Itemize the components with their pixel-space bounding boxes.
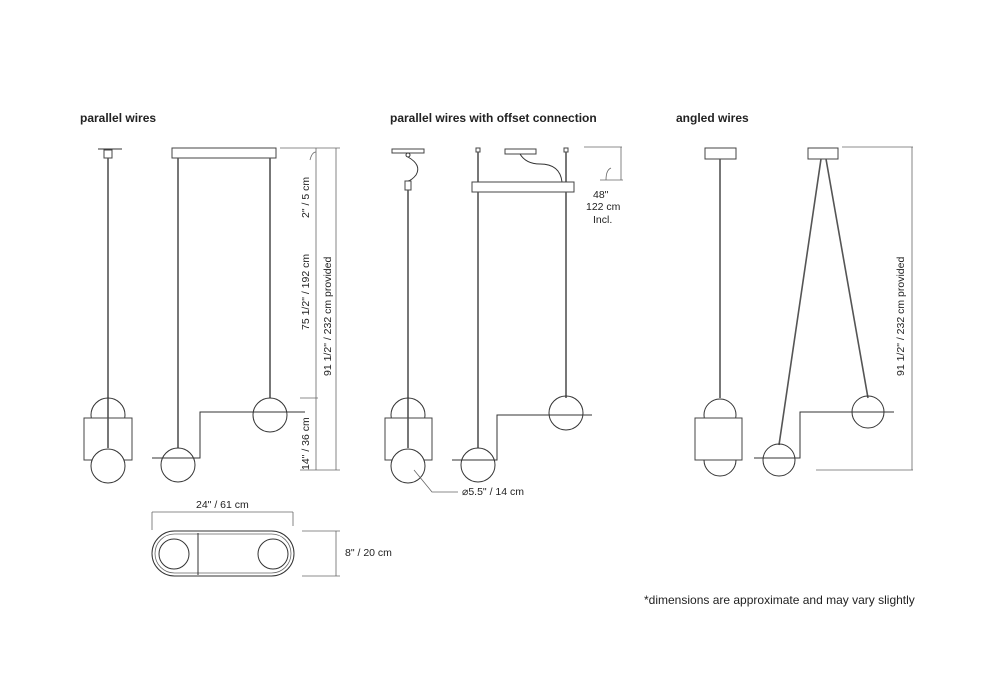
dim-fixture: 14" / 36 cm	[300, 417, 312, 470]
dim-width: 24" / 61 cm	[196, 499, 249, 511]
angled-front-view	[754, 146, 913, 477]
title-angled-wires: angled wires	[676, 111, 749, 125]
parallel-side-view	[83, 148, 133, 484]
title-offset-connection: parallel wires with offset connection	[390, 111, 597, 125]
offset-side-view	[384, 148, 458, 493]
angled-side-view	[694, 147, 743, 477]
dim-total-angled: 91 1/2" / 232 cm provided	[895, 257, 907, 376]
dim-total-parallel: 91 1/2" / 232 cm provided	[322, 257, 334, 376]
dim-cord-inches: 48"	[593, 189, 609, 201]
parallel-dimension-lines	[280, 147, 340, 471]
dim-drop: 75 1/2" / 192 cm	[300, 254, 312, 330]
plan-view	[151, 511, 340, 577]
dim-canopy: 2" / 5 cm	[300, 177, 312, 218]
parallel-front-view	[152, 147, 305, 483]
offset-front-view	[452, 146, 623, 483]
dim-globe: ⌀5.5" / 14 cm	[462, 486, 524, 498]
dim-cord-included: Incl.	[593, 214, 612, 226]
dim-depth: 8" / 20 cm	[345, 547, 392, 559]
title-parallel-wires: parallel wires	[80, 111, 156, 125]
dim-cord-cm: 122 cm	[586, 201, 621, 213]
footnote: *dimensions are approximate and may vary…	[644, 593, 915, 607]
